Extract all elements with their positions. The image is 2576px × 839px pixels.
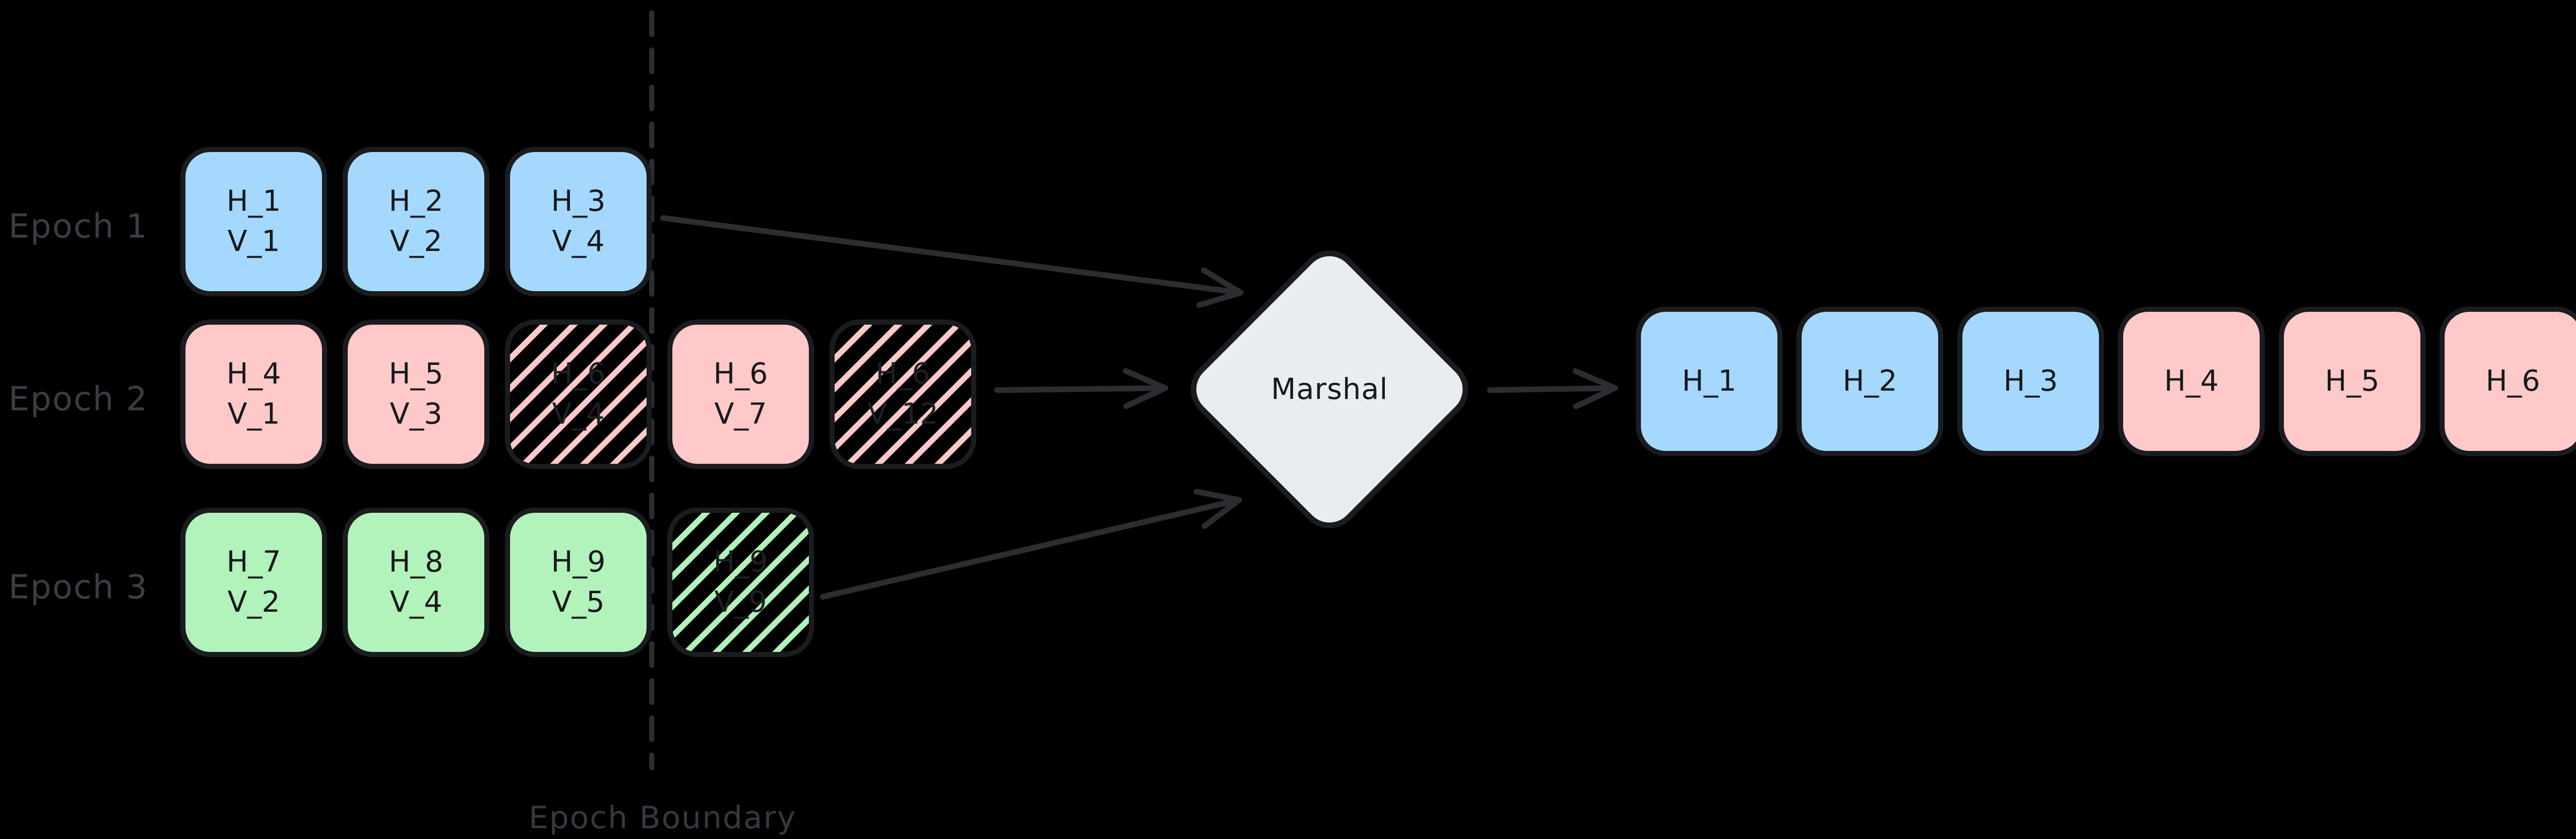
box-line-h: H_6: [875, 357, 930, 391]
output-box: H_3: [1957, 307, 2104, 456]
arrow-line: [1194, 489, 1242, 503]
epoch-label: Epoch 1: [8, 208, 148, 246]
arrow-line: [1572, 368, 1618, 391]
box-line-h: H_5: [388, 357, 444, 391]
output-box: H_4: [2118, 307, 2265, 456]
box-line-h: H_6: [551, 357, 606, 391]
arrow-line: [1201, 497, 1242, 529]
output-box-label: H_1: [1682, 364, 1737, 398]
box-line-h: H_6: [713, 357, 768, 391]
box-line-h: H_7: [226, 545, 281, 579]
box-line-v: V_2: [389, 225, 443, 258]
box-line-h: H_8: [388, 545, 444, 579]
arrow-line: [1487, 385, 1618, 393]
box-line-v: V_1: [227, 397, 280, 431]
box-line-h: H_3: [551, 184, 606, 218]
box-line-v: V_7: [714, 397, 767, 431]
output-box: H_6: [2439, 307, 2576, 456]
arrow-line: [660, 215, 1244, 296]
output-box-label: H_6: [2485, 364, 2540, 398]
box-line-v: V_9: [714, 585, 767, 619]
arrow-line: [1573, 385, 1618, 410]
arrow-line: [994, 385, 1168, 393]
box-line-h: H_1: [226, 184, 281, 218]
box-line-h: H_2: [388, 184, 444, 218]
box-line-v: V_1: [227, 225, 280, 258]
output-box: H_2: [1797, 307, 1943, 456]
box-line-h: H_9: [713, 545, 768, 579]
epoch-boundary-label: Epoch Boundary: [529, 800, 796, 836]
box-line-v: V_4: [552, 225, 605, 258]
epoch-label: Epoch 2: [8, 380, 148, 418]
box-line-h: H_9: [551, 545, 606, 579]
box-line-v: V_5: [552, 585, 605, 619]
arrow-line: [1123, 385, 1168, 409]
arrow-line: [1123, 368, 1168, 391]
box-line-h: H_4: [226, 357, 281, 391]
box-line-v: V_4: [389, 585, 443, 619]
arrow-line: [1200, 267, 1244, 296]
box-line-v: V_2: [227, 585, 280, 619]
box-line-v: V_3: [389, 397, 443, 431]
output-box-label: H_3: [2003, 364, 2058, 398]
output-box: H_1: [1636, 307, 1783, 456]
arrow-line: [820, 497, 1242, 600]
output-box-label: H_2: [1842, 364, 1897, 398]
output-box-label: H_5: [2325, 364, 2380, 398]
marshal-label: Marshal: [1270, 372, 1388, 406]
box-line-v: V_12: [867, 397, 939, 431]
output-box: H_5: [2279, 307, 2426, 456]
epoch-label: Epoch 3: [8, 568, 148, 607]
output-box-label: H_4: [2164, 364, 2219, 398]
arrow-line: [1196, 290, 1244, 308]
box-line-v: V_4: [552, 397, 605, 431]
